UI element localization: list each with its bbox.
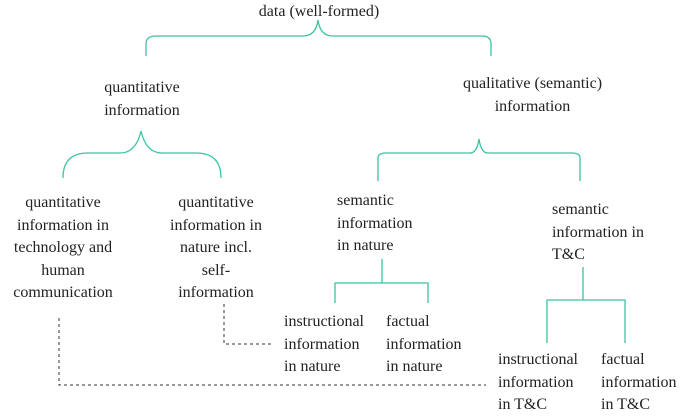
node-line: nature incl. <box>180 239 252 256</box>
root-brace <box>145 19 492 56</box>
qualitative-bracket <box>377 138 581 181</box>
node-quantitative-nature: quantitative information in nature incl. se… <box>154 192 278 305</box>
node-line: information <box>284 335 360 353</box>
node-line: semantic <box>552 201 609 218</box>
node-line: instructional <box>284 313 364 330</box>
node-line: information <box>498 373 574 391</box>
node-line: quantitative <box>178 194 254 211</box>
node-factual-tc: factual information in T&C <box>601 349 681 417</box>
node-factual-nature: factual information in nature <box>386 311 476 379</box>
node-line: in T&C <box>498 396 548 413</box>
node-instructional-nature: instructional information in nature <box>284 311 380 379</box>
dashed-link-tc <box>58 318 486 386</box>
node-line: information <box>104 101 180 119</box>
node-line: factual <box>386 313 430 330</box>
node-line: information <box>337 214 413 232</box>
node-line: information <box>178 284 254 301</box>
node-line: communication <box>13 284 113 301</box>
node-line: human <box>41 261 85 279</box>
node-line: data (well-formed) <box>258 3 380 20</box>
node-line: self- <box>201 261 231 279</box>
node-line: information in <box>552 223 644 241</box>
node-instructional-tc: instructional information in T&C <box>498 349 594 417</box>
node-line: information <box>494 97 571 115</box>
node-root: data (well-formed) <box>236 1 402 24</box>
node-line: instructional <box>498 351 578 368</box>
semantic-tc-bracket <box>546 267 626 343</box>
node-line: information <box>601 373 677 391</box>
node-line: technology and <box>13 239 113 256</box>
node-line: quantitative <box>25 194 101 211</box>
dashed-link-nature <box>223 304 272 345</box>
node-line: in nature <box>337 237 394 254</box>
node-line: factual <box>601 351 645 368</box>
node-line: in nature <box>284 358 341 375</box>
node-line: T&C <box>552 246 585 263</box>
node-line: information in <box>170 216 262 234</box>
node-line: semantic <box>337 192 394 209</box>
node-line: qualitative (semantic) <box>462 75 603 92</box>
semantic-nature-bracket <box>334 259 429 303</box>
node-quantitative-information: quantitative information <box>82 77 202 122</box>
node-semantic-tc: semantic information in T&C <box>552 199 658 267</box>
node-qualitative-information: qualitative (semantic) information <box>445 73 620 118</box>
node-semantic-nature: semantic information in nature <box>337 190 433 258</box>
quantitative-brace <box>62 130 222 179</box>
node-line: information <box>386 335 462 353</box>
node-line: in nature <box>386 358 443 375</box>
node-quantitative-tech-human: quantitative information in technology and… <box>0 192 126 305</box>
node-line: in T&C <box>601 396 651 413</box>
node-line: information in <box>17 216 109 234</box>
node-line: quantitative <box>104 79 180 96</box>
